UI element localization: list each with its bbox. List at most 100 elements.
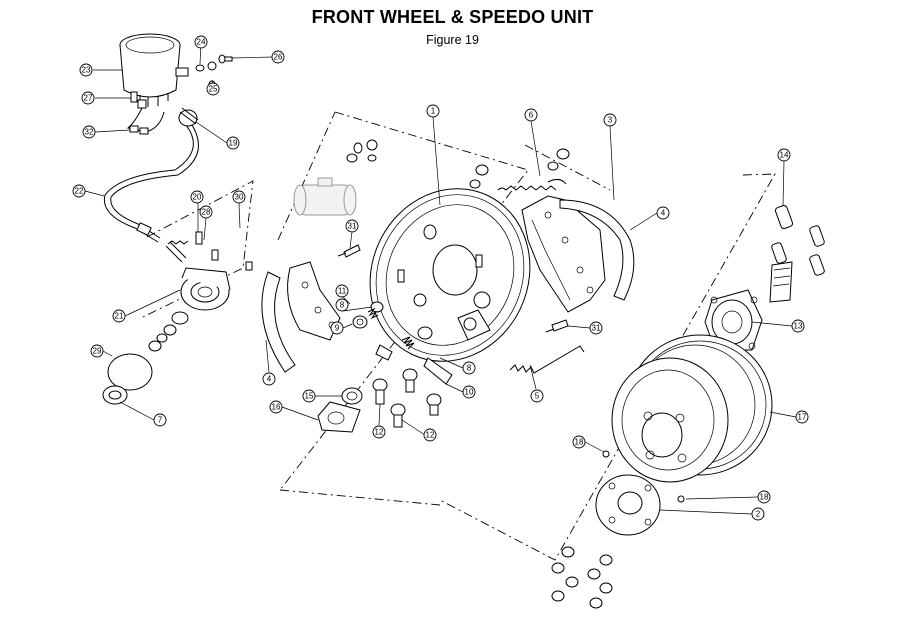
svg-text:6: 6 — [529, 111, 534, 120]
callout-8-left: 8 — [335, 298, 349, 312]
callout-30: 30 — [232, 190, 246, 204]
svg-text:28: 28 — [202, 208, 211, 217]
callout-31-left: 31 — [345, 219, 359, 233]
svg-text:32: 32 — [85, 128, 94, 137]
callout-labels: 23 24 25 26 27 32 19 22 20 28 30 21 29 7… — [72, 35, 809, 521]
callout-20: 20 — [190, 190, 204, 204]
svg-text:24: 24 — [197, 38, 206, 47]
speedometer-head — [119, 33, 189, 107]
svg-text:29: 29 — [93, 347, 102, 356]
speedo-cable — [103, 107, 199, 243]
callout-7: 7 — [153, 413, 167, 427]
callout-1: 1 — [426, 104, 440, 118]
bulb-holder — [126, 91, 165, 135]
callout-9: 9 — [330, 321, 344, 335]
svg-text:10: 10 — [465, 388, 474, 397]
hub-assembly — [704, 261, 793, 351]
callout-4-left: 4 — [262, 372, 276, 386]
callout-6: 6 — [524, 108, 538, 122]
svg-text:27: 27 — [84, 94, 93, 103]
wheel-cylinder — [293, 177, 357, 216]
callout-28: 28 — [199, 205, 213, 219]
callout-13: 13 — [791, 319, 805, 333]
svg-text:17: 17 — [798, 413, 807, 422]
svg-text:25: 25 — [209, 85, 218, 94]
svg-text:4: 4 — [661, 209, 666, 218]
callout-23: 23 — [79, 63, 93, 77]
callout-21: 21 — [112, 309, 126, 323]
top-fasteners — [346, 139, 570, 189]
wheel-nuts — [551, 546, 613, 609]
svg-text:2: 2 — [756, 510, 761, 519]
svg-text:31: 31 — [592, 324, 601, 333]
callout-10: 10 — [462, 385, 476, 399]
svg-text:19: 19 — [229, 139, 238, 148]
svg-text:9: 9 — [335, 324, 340, 333]
callout-18-right: 18 — [757, 490, 771, 504]
svg-text:8: 8 — [340, 301, 345, 310]
callout-3: 3 — [603, 113, 617, 127]
mounting-screws — [195, 54, 233, 88]
speedo-drive-assembly — [148, 231, 253, 352]
callout-32: 32 — [82, 125, 96, 139]
svg-text:3: 3 — [608, 116, 613, 125]
svg-text:26: 26 — [274, 53, 283, 62]
adjuster-right — [545, 319, 569, 333]
callout-16: 16 — [269, 400, 283, 414]
svg-text:12: 12 — [375, 428, 384, 437]
return-spring-bottom — [509, 345, 585, 374]
svg-text:16: 16 — [272, 403, 281, 412]
figure-label: Figure 19 — [426, 33, 479, 47]
drum-screws — [602, 450, 685, 503]
svg-text:18: 18 — [760, 493, 769, 502]
svg-text:15: 15 — [305, 392, 314, 401]
callout-2: 2 — [751, 507, 765, 521]
svg-text:21: 21 — [115, 312, 124, 321]
shield-plate — [595, 474, 661, 536]
svg-text:22: 22 — [75, 187, 84, 196]
callout-12-left: 12 — [372, 425, 386, 439]
callout-18-left: 18 — [572, 435, 586, 449]
svg-text:7: 7 — [158, 416, 163, 425]
svg-text:1: 1 — [431, 107, 436, 116]
svg-text:14: 14 — [780, 151, 789, 160]
adjuster-left — [337, 244, 361, 258]
left-brake-shoe — [261, 261, 341, 373]
springs-and-pins — [317, 301, 453, 433]
right-brake-shoe — [521, 195, 635, 313]
callout-24: 24 — [194, 35, 208, 49]
brake-drum — [611, 334, 773, 483]
svg-text:18: 18 — [575, 438, 584, 447]
callout-8-right: 8 — [462, 361, 476, 375]
backing-plate — [369, 188, 531, 362]
callout-29: 29 — [90, 344, 104, 358]
callout-27: 27 — [81, 91, 95, 105]
return-spring-top — [497, 178, 567, 191]
svg-text:4: 4 — [267, 375, 272, 384]
leader-lines — [84, 41, 797, 515]
svg-text:5: 5 — [535, 392, 540, 401]
svg-text:12: 12 — [426, 431, 435, 440]
callout-22: 22 — [72, 184, 86, 198]
callout-31-right: 31 — [589, 321, 603, 335]
callout-11: 11 — [335, 284, 349, 298]
svg-text:23: 23 — [82, 66, 91, 75]
callout-15: 15 — [302, 389, 316, 403]
callout-14: 14 — [777, 148, 791, 162]
callout-17: 17 — [795, 410, 809, 424]
svg-text:13: 13 — [794, 322, 803, 331]
gasket-and-seal — [102, 353, 153, 405]
callout-25: 25 — [206, 82, 220, 96]
callout-4-right: 4 — [656, 206, 670, 220]
callout-26: 26 — [271, 50, 285, 64]
callout-19: 19 — [226, 136, 240, 150]
svg-text:31: 31 — [348, 222, 357, 231]
diagram-title: FRONT WHEEL & SPEEDO UNIT — [311, 7, 594, 27]
wheel-studs — [771, 204, 825, 276]
svg-text:20: 20 — [193, 193, 202, 202]
svg-text:30: 30 — [235, 193, 244, 202]
svg-text:8: 8 — [467, 364, 472, 373]
svg-text:11: 11 — [338, 287, 347, 296]
callout-5: 5 — [530, 389, 544, 403]
